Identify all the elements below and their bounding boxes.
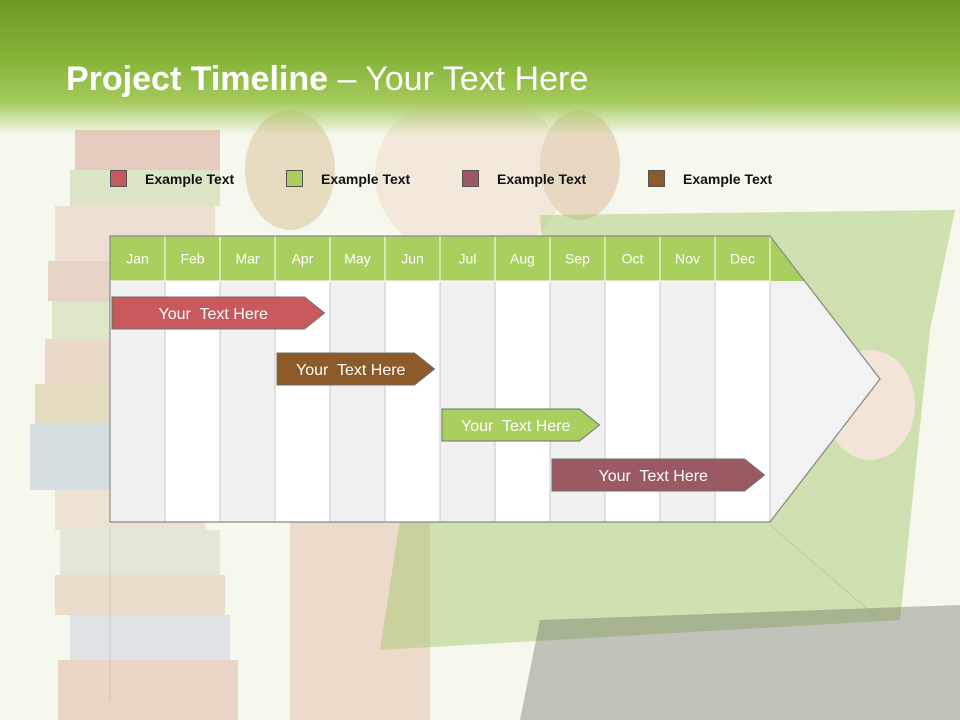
legend-label: Example Text [683, 170, 773, 187]
task-label: Your Text Here [296, 362, 406, 379]
slide-title-bold: Project Timeline [66, 60, 329, 98]
task-bar [111, 296, 326, 330]
task-bar [441, 408, 601, 442]
legend-label: Example Text [145, 170, 235, 187]
month-label: Oct [622, 251, 644, 267]
month-header-cell [604, 235, 661, 282]
legend: Example Text Example Text Example Text Exam… [0, 170, 960, 194]
task-label: Your Text Here [159, 306, 269, 323]
month-header-cell [714, 235, 771, 282]
month-column [439, 280, 496, 523]
legend-item: Example Text [286, 170, 410, 187]
task-bar [276, 352, 436, 386]
month-label: Feb [180, 251, 204, 267]
month-header-cell [329, 235, 386, 282]
legend-label: Example Text [497, 170, 587, 187]
task-bar [551, 458, 766, 492]
legend-item: Example Text [648, 170, 772, 187]
month-column [494, 280, 551, 523]
header-band [0, 0, 960, 135]
month-label: Apr [292, 251, 314, 267]
month-label: Jul [459, 251, 477, 267]
month-column [384, 280, 441, 523]
month-label: Aug [510, 251, 535, 267]
legend-swatch [110, 170, 127, 187]
slide-title: Project Timeline – Your Text Here [66, 60, 588, 99]
timeline-outline [109, 235, 881, 523]
task-label: Your Text Here [461, 418, 571, 435]
month-label: Nov [675, 251, 700, 267]
legend-item: Example Text [462, 170, 586, 187]
month-header-cell [219, 235, 276, 282]
month-column [329, 280, 386, 523]
month-header-cell [439, 235, 496, 282]
legend-label: Example Text [321, 170, 411, 187]
month-label: Jun [401, 251, 424, 267]
task-label: Your Text Here [599, 468, 709, 485]
month-header-cell [274, 235, 331, 282]
legend-item: Example Text [110, 170, 234, 187]
month-header-cell [659, 235, 716, 282]
slide-title-rest: – Your Text Here [328, 60, 589, 98]
month-label: May [344, 251, 370, 267]
month-label: Dec [730, 251, 755, 267]
month-label: Mar [235, 251, 259, 267]
month-label: Jan [126, 251, 149, 267]
legend-swatch [462, 170, 479, 187]
month-label: Sep [565, 251, 590, 267]
legend-swatch [648, 170, 665, 187]
legend-swatch [286, 170, 303, 187]
